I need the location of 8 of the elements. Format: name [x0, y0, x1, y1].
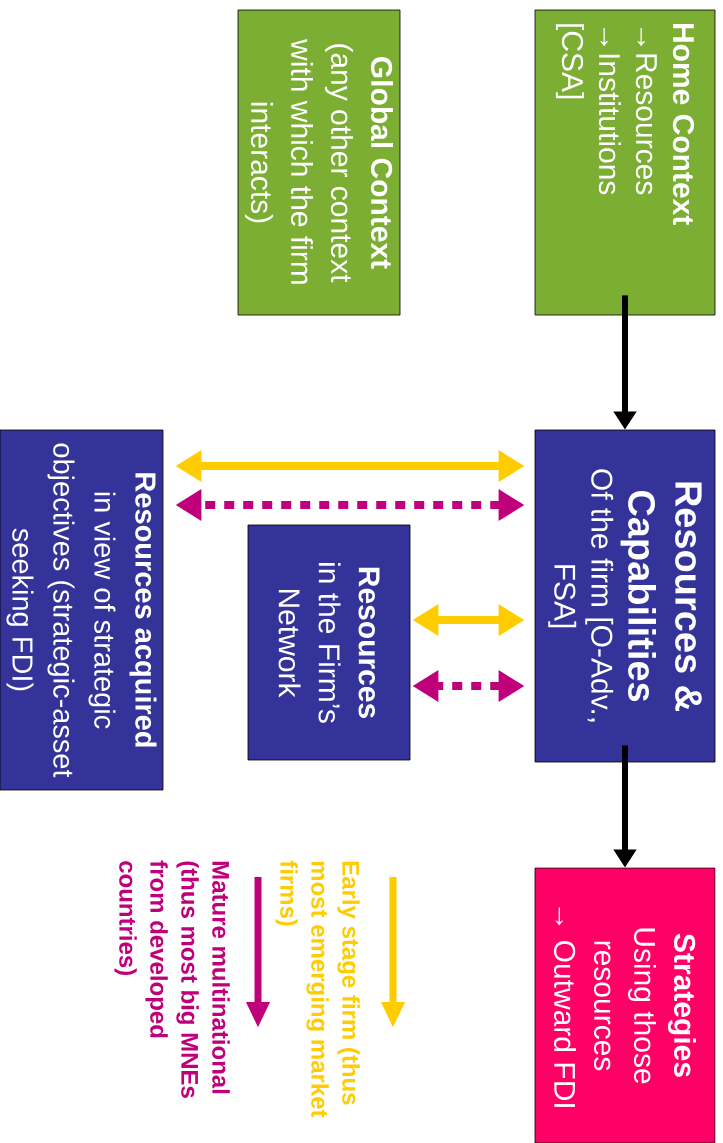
resource-box: Resources & Capabilities Of the firm [O-Adv., FSA]: [534, 429, 716, 763]
legend-text: Early stage firm (thus most emerging market firms): [275, 860, 360, 1118]
legend-text: Mature multinational (thus most big MNEs from developed countries): [114, 860, 230, 1098]
resource-box: Resources in the Firm’s Network: [247, 524, 411, 761]
resource-box: Resources acquired in view of strategic objectives (strategic-asset seeking FDI): [0, 429, 164, 791]
strategy-box: Strategies Using those resources → Outward FDI: [534, 867, 716, 1143]
context-box: Global Context (any other context with which the firm interacts): [237, 9, 401, 316]
context-box: Home Context →Resources →Institutions [CSA]: [534, 9, 716, 316]
